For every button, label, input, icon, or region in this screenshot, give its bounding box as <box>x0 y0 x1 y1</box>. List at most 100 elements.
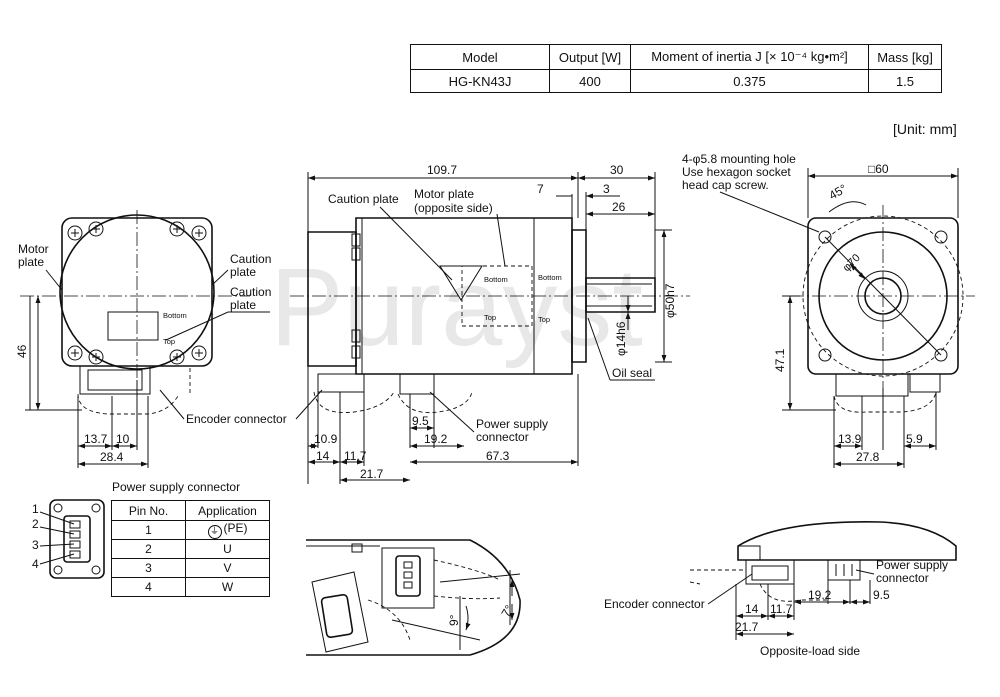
side-bottom-a: Bottom <box>484 275 508 284</box>
side-motor-plate-leader <box>496 213 506 267</box>
pin-col-no: Pin No. <box>111 500 186 521</box>
side-motor-plate-box <box>461 265 533 327</box>
side-dim-21-7: 21.7 <box>360 467 384 481</box>
side-encoder-connector <box>317 373 365 393</box>
ol-dim-11-7: 11.7 <box>770 602 793 616</box>
flange-hole-label-3: head cap screw. <box>682 178 769 192</box>
table-row: 1 ⏚(PE) <box>111 520 270 540</box>
front-caution-leader-2 <box>165 311 270 341</box>
detail-angle-7: 7° <box>498 602 516 619</box>
side-bottom-b: Bottom <box>538 273 562 282</box>
ol-body-step <box>738 545 761 560</box>
side-motor-plate-label-1: Motor plate <box>414 187 474 201</box>
ol-body <box>737 521 957 561</box>
table-row: 3 V <box>111 558 270 578</box>
pin-app-2: U <box>185 539 270 559</box>
ol-encoder-connector <box>745 559 795 585</box>
side-dim-109-7: 109.7 <box>427 163 457 177</box>
cell-inertia: 0.375 <box>630 69 869 93</box>
side-power-cable <box>397 391 473 414</box>
flange-dim-27-8: 27.8 <box>856 450 880 464</box>
flange-diagonal <box>824 236 942 356</box>
detail-encoder-connector <box>311 571 369 653</box>
side-power-connector <box>399 373 435 395</box>
side-dim-26: 26 <box>612 200 626 214</box>
side-power-label-1: Power supply <box>476 417 548 431</box>
front-caution-plate-2b: plate <box>230 298 256 312</box>
side-dim-3: 3 <box>603 182 610 196</box>
flange-bottom-ext <box>833 388 937 468</box>
front-caution-leader-1 <box>211 269 229 286</box>
ground-icon: ⏚ <box>207 525 222 539</box>
detail-cable-outline-2 <box>367 599 411 641</box>
front-motor-plate-leader <box>45 269 63 291</box>
pin-col-app: Application <box>185 500 270 521</box>
side-top-a: Top <box>484 313 496 322</box>
ol-power-leader <box>855 569 875 575</box>
connector-pin-2: 2 <box>32 517 39 531</box>
col-output: Output [W] <box>549 44 631 70</box>
spec-table-row: HG-KN43J 400 0.375 1.5 <box>410 69 942 93</box>
side-dim-7: 7 <box>537 182 544 196</box>
side-shaft <box>585 277 656 313</box>
flange-view: φ70 45° 4-φ5.8 mounting hole Use hexagon… <box>682 152 975 468</box>
side-dim-9-5: 9.5 <box>412 414 429 428</box>
detail-power-connector <box>381 547 435 609</box>
pin-no-4: 4 <box>111 577 186 597</box>
side-dim-67-3: 67.3 <box>486 449 510 463</box>
side-power-label-2: connector <box>476 430 529 444</box>
flange-dim-47-1: 47.1 <box>773 348 787 372</box>
side-flange-pilot <box>571 229 587 363</box>
front-dim-10: 10 <box>116 432 130 446</box>
detail-angle-lines-9 <box>391 596 481 650</box>
pin-no-3: 3 <box>111 558 186 578</box>
side-dim-phi14: φ14h6 <box>614 321 628 356</box>
side-top-b: Top <box>538 315 550 324</box>
front-caution-plate-1b: plate <box>230 265 256 279</box>
side-dim-11-7: 11.7 <box>344 449 367 463</box>
front-top-label: Top <box>163 337 175 346</box>
pin-app-4: W <box>185 577 270 597</box>
pin-table-header: Pin No. Application <box>111 500 270 521</box>
front-encoder-label: Encoder connector <box>186 412 287 426</box>
side-power-leader <box>429 391 475 433</box>
connector-outline <box>49 499 105 579</box>
front-dim-28-4: 28.4 <box>100 450 124 464</box>
front-dim-46-text: 46 <box>15 344 29 358</box>
flange-angle-45: 45° <box>827 181 850 202</box>
pin-table: Pin No. Application 1 ⏚(PE) 2 U 3 V 4 W <box>111 500 270 597</box>
front-motor-plate-label-1: Motor <box>18 242 49 256</box>
ol-dim-14: 14 <box>745 602 759 616</box>
ol-dim-19-2: 19.2 <box>808 588 832 602</box>
side-dim-10-9: 10.9 <box>314 432 338 446</box>
watermark: Purayst <box>270 246 643 369</box>
flange-hole-label-2: Use hexagon socket <box>682 165 791 179</box>
flange-dim-13-9: 13.9 <box>838 432 862 446</box>
front-dim-ext <box>77 380 149 468</box>
ol-power-label-2: connector <box>876 571 929 585</box>
pin-app-1: ⏚(PE) <box>185 520 270 540</box>
side-body <box>355 217 573 375</box>
detail-body <box>306 539 521 656</box>
connector-title: Power supply connector <box>112 480 240 494</box>
connector-pin-1: 1 <box>32 502 39 516</box>
connector-socket <box>63 515 91 563</box>
side-motor-plate-label-2: (opposite side) <box>414 201 493 215</box>
side-bottom-ext <box>307 366 579 484</box>
ol-dim-9-5: 9.5 <box>873 588 890 602</box>
pin-no-1: 1 <box>111 520 186 540</box>
ol-encoder-label: Encoder connector <box>604 597 705 611</box>
ol-dim-21-7: 21.7 <box>735 620 759 634</box>
flange-angle-arc <box>828 201 867 213</box>
flange-mounting-holes <box>818 230 948 362</box>
pin-no-2: 2 <box>111 539 186 559</box>
col-mass: Mass [kg] <box>868 44 942 70</box>
side-caution-plate-label: Caution plate <box>328 192 399 206</box>
side-top-ext <box>307 172 656 278</box>
front-caution-plate-1a: Caution <box>230 252 271 266</box>
front-bottom-label: Bottom <box>163 311 187 320</box>
flange-phi70: φ70 <box>841 252 863 274</box>
ol-encoder-leader <box>707 573 753 605</box>
flange-dim-5-9: 5.9 <box>906 432 923 446</box>
power-connector-diagram: Power supply connector 1 2 3 4 <box>32 480 240 579</box>
